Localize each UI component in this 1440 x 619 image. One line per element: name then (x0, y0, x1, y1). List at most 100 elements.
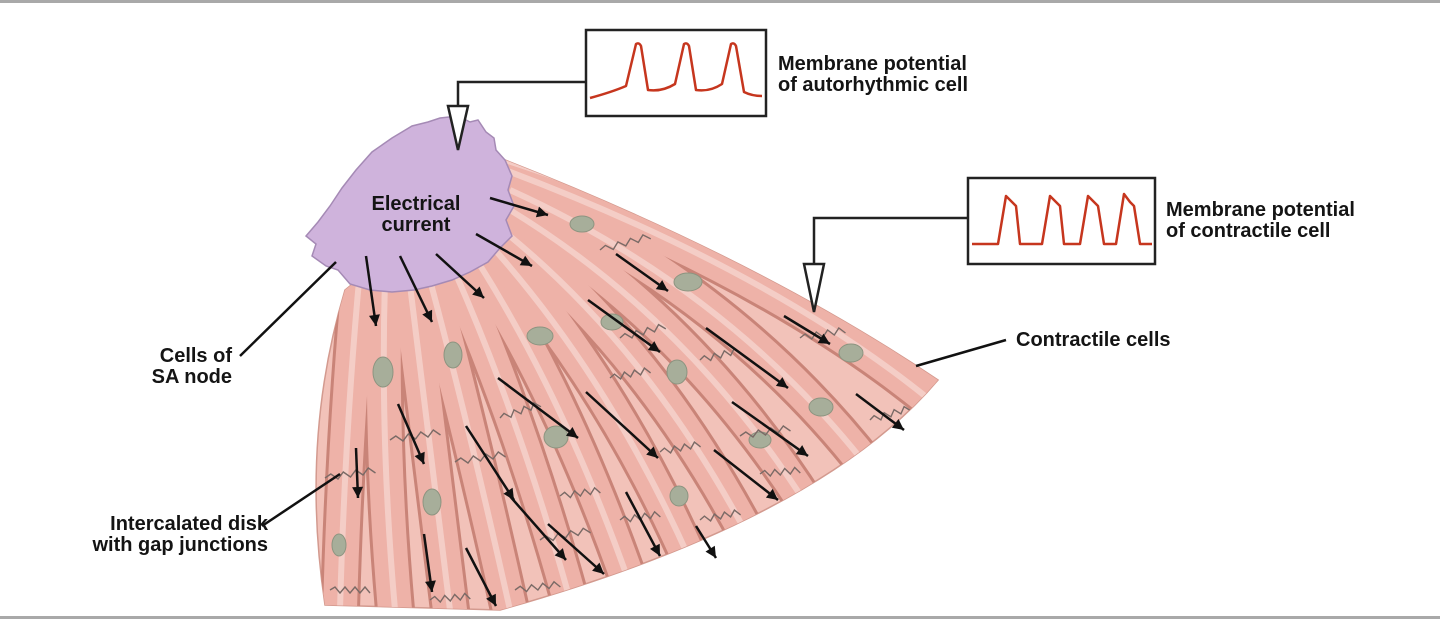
current-arrow-head (765, 488, 778, 500)
nucleus (600, 313, 624, 331)
contractile-cell-fan (315, 159, 940, 611)
nucleus (526, 326, 554, 346)
current-arrow-head (891, 419, 904, 430)
nucleus (666, 359, 688, 385)
current-arrow-head (817, 333, 830, 344)
autorhythmic-pointer-head (446, 104, 470, 151)
current-arrow-head (592, 562, 604, 574)
nucleus (569, 215, 595, 233)
current-arrow-head (486, 593, 496, 606)
sa-node-line-2: SA node (151, 366, 232, 388)
autorhythmic-potential-label: Membrane potential of autorhythmic cell (778, 54, 968, 96)
current-arrow-shaft (364, 255, 378, 327)
current-arrow-head (647, 341, 660, 352)
gap-junction (329, 585, 371, 595)
muscle-fiber-highlight (337, 269, 363, 610)
muscle-fiber-highlight (452, 270, 573, 601)
current-arrow-head (472, 286, 484, 298)
nucleus (422, 488, 442, 516)
contractile-potential-label: Membrane potential of contractile cell (1166, 200, 1355, 242)
muscle-fibers (320, 160, 939, 610)
nucleus (543, 425, 569, 449)
gap-junction (429, 592, 471, 604)
gap-junction (324, 467, 376, 480)
autorhythmic-label-line-2: of autorhythmic cell (778, 74, 969, 96)
current-arrow-head (422, 309, 433, 322)
autorhythmic-potential-inset (446, 28, 768, 151)
current-arrow-head (646, 446, 658, 458)
current-arrow-shaft (398, 255, 434, 323)
nucleus (748, 431, 772, 449)
nucleus (838, 343, 864, 363)
current-arrow-shaft (705, 326, 789, 390)
current-arrow-shaft (497, 377, 579, 439)
sa-node-leader-line (239, 261, 337, 357)
nucleus (808, 397, 834, 417)
contractile-potential-line-1: Membrane potential (1166, 199, 1355, 221)
gap-junction (514, 580, 561, 593)
gap-junction (759, 466, 801, 478)
intercalated-line-2: with gap junctions (92, 534, 268, 556)
contractile-cells-text: Contractile cells (1016, 329, 1171, 351)
muscle-fiber-highlight (492, 248, 693, 562)
sa-node-label: Cells of SA node (100, 346, 232, 388)
current-arrow-shaft (624, 491, 662, 557)
current-arrow-head (705, 545, 716, 558)
muscle-fiber-highlight (407, 284, 453, 610)
muscle-fiber-highlight (380, 279, 398, 610)
muscle-fiber-highlight (503, 229, 753, 542)
autorhythmic-trace (589, 42, 763, 100)
current-arrow-shaft (731, 400, 809, 458)
nucleus (673, 272, 703, 292)
gap-junction (454, 451, 506, 464)
cell-nuclei (331, 215, 864, 557)
sa-node (304, 115, 515, 293)
contractile-pointer-head (802, 262, 826, 313)
nucleus (372, 356, 394, 388)
current-arrow-head (369, 314, 380, 326)
autorhythmic-label-line-1: Membrane potential (778, 53, 967, 75)
muscle-fiber-highlight (508, 187, 873, 472)
autorhythmic-pointer-line (456, 80, 586, 108)
current-arrow-head (655, 280, 668, 291)
intercalated-disk-label: Intercalated disk with gap junctions (20, 514, 268, 556)
contractile-cells-leader-line (915, 338, 1007, 368)
current-arrow-shaft (587, 298, 661, 354)
current-arrow-head (775, 377, 788, 388)
contractile-cells-label: Contractile cells (1016, 330, 1171, 351)
current-arrow-head (519, 255, 532, 266)
contractile-trace (972, 192, 1152, 246)
nucleus (669, 485, 689, 507)
nucleus (443, 341, 463, 369)
current-arrow-head (795, 445, 808, 456)
current-arrow-shaft (585, 391, 659, 459)
nucleus (331, 533, 347, 557)
gap-junction (699, 509, 742, 522)
gap-junction (609, 367, 652, 380)
gap-junction (699, 347, 742, 362)
gap-junction (869, 405, 912, 421)
autorhythmic-trace-box (584, 28, 768, 118)
current-arrow-shaft (713, 449, 779, 501)
muscle-fiber-highlight (503, 167, 932, 403)
current-arrow-head (650, 543, 660, 556)
gap-junction (739, 425, 791, 438)
current-arrow-head (554, 548, 566, 560)
current-arrow-shaft (507, 493, 567, 561)
current-arrow-head (535, 206, 548, 218)
conduction-arrows (352, 196, 905, 607)
gap-junction (659, 441, 702, 454)
contractile-potential-inset (802, 176, 1157, 313)
current-arrow-head (425, 580, 436, 592)
muscle-fiber-highlight (508, 207, 813, 512)
gap-junction (619, 323, 667, 339)
contractile-potential-line-2: of contractile cell (1166, 220, 1331, 242)
gap-junction (539, 527, 591, 542)
current-arrow-head (565, 427, 578, 438)
intercalated-line-1: Intercalated disk (110, 513, 268, 535)
contractile-pointer-line (812, 216, 968, 266)
current-arrow-shaft (547, 523, 605, 575)
gap-junction (599, 233, 652, 251)
